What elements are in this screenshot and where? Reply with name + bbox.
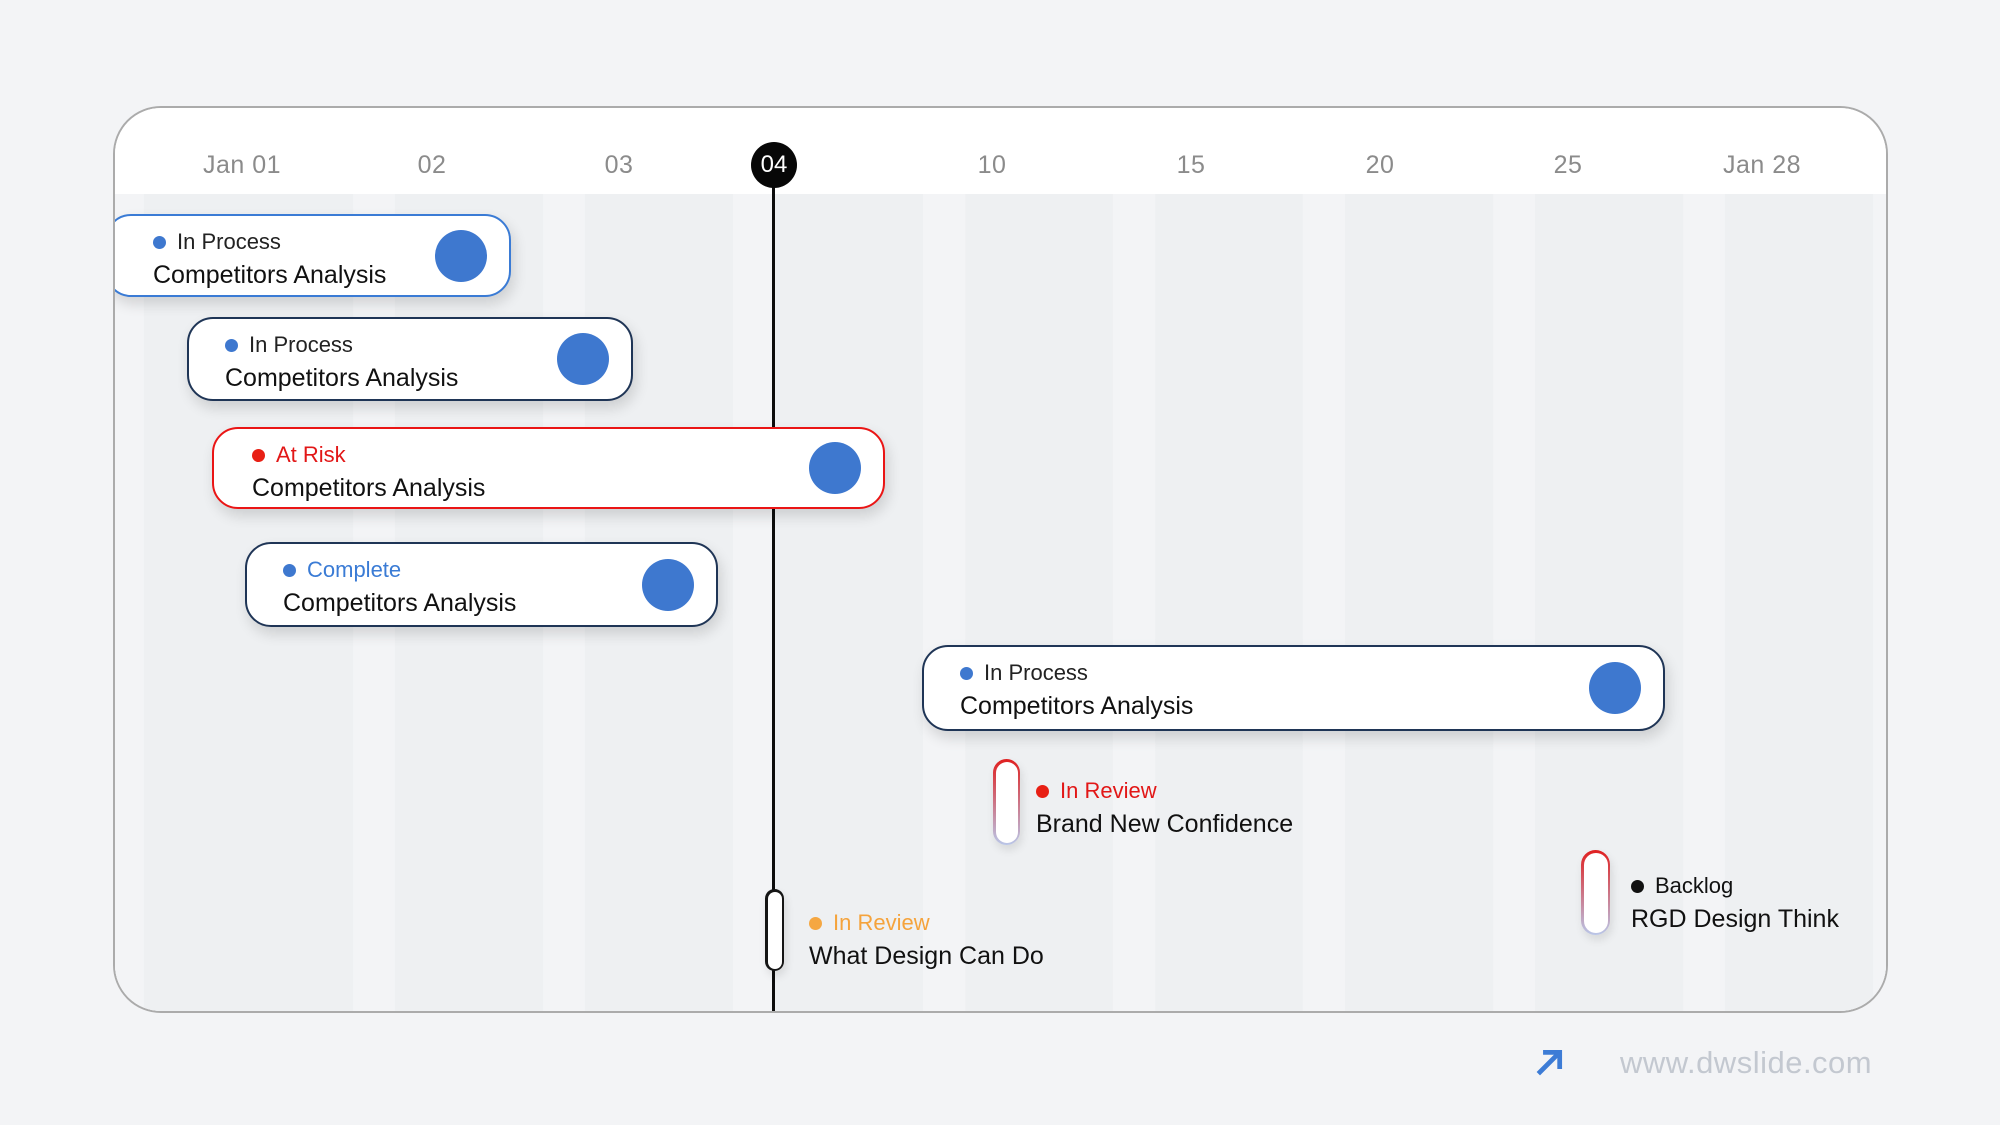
date-label: Jan 01 bbox=[203, 142, 281, 188]
task-status-label: In Process bbox=[177, 229, 281, 254]
milestone-label: In Review Brand New Confidence bbox=[1036, 778, 1293, 839]
date-label-text: 10 bbox=[977, 150, 1007, 179]
gantt-panel: Jan 01 02 03 04 10 15 20 25 Jan 28 In Pr… bbox=[113, 106, 1888, 1013]
task-end-circle bbox=[642, 558, 694, 611]
task-title: Competitors Analysis bbox=[283, 589, 517, 617]
site-url[interactable]: www.dwslide.com bbox=[1620, 1045, 1873, 1080]
task-card[interactable]: Complete Competitors Analysis bbox=[245, 542, 718, 627]
task-card[interactable]: In Process Competitors Analysis bbox=[187, 317, 633, 401]
footer: www.dwslide.com bbox=[1530, 1044, 1872, 1082]
status-dot-icon bbox=[1036, 784, 1049, 798]
task-status-label: In Process bbox=[984, 660, 1088, 685]
date-label-text: 03 bbox=[604, 150, 634, 179]
status-dot-icon bbox=[153, 235, 166, 249]
milestone-label: In Review What Design Can Do bbox=[809, 910, 1044, 971]
milestone-status-label: Backlog bbox=[1655, 873, 1734, 898]
task-card[interactable]: In Process Competitors Analysis bbox=[115, 214, 511, 297]
task-title: Competitors Analysis bbox=[153, 261, 387, 289]
date-label: 20 bbox=[1366, 142, 1395, 188]
milestone-pill[interactable] bbox=[993, 759, 1020, 845]
task-card[interactable]: At Risk Competitors Analysis bbox=[212, 427, 885, 509]
milestone-pill[interactable] bbox=[765, 889, 784, 971]
date-label: 04 bbox=[751, 142, 797, 188]
status-dot-icon bbox=[960, 666, 973, 680]
date-label-text: 25 bbox=[1553, 150, 1583, 179]
task-title: Competitors Analysis bbox=[225, 364, 459, 392]
date-label: 10 bbox=[978, 142, 1007, 188]
milestone-pill-fill bbox=[767, 891, 782, 969]
date-label-text: Jan 28 bbox=[1722, 150, 1802, 179]
date-label: 15 bbox=[1177, 142, 1206, 188]
timeline-header bbox=[115, 108, 1886, 194]
date-label: Jan 28 bbox=[1723, 142, 1801, 188]
status-dot-icon bbox=[225, 338, 238, 352]
date-label: 25 bbox=[1554, 142, 1583, 188]
milestone-pill-fill bbox=[1583, 852, 1608, 933]
status-dot-icon bbox=[1631, 879, 1644, 893]
milestone-pill[interactable] bbox=[1581, 850, 1610, 935]
date-label-text: Jan 01 bbox=[202, 150, 282, 179]
milestone-pill-fill bbox=[995, 761, 1018, 843]
milestone-title: Brand New Confidence bbox=[1036, 810, 1294, 838]
task-end-circle bbox=[557, 333, 609, 385]
arrow-up-right-icon bbox=[1536, 1049, 1563, 1076]
milestone-status-label: In Review bbox=[1060, 778, 1157, 803]
task-end-circle bbox=[435, 229, 487, 282]
today-line bbox=[772, 165, 775, 1011]
task-end-circle bbox=[1589, 662, 1641, 714]
date-label-text: 04 bbox=[751, 142, 797, 188]
date-label-text: 20 bbox=[1365, 150, 1395, 179]
milestone-title: RGD Design Think bbox=[1631, 905, 1839, 933]
task-title: Competitors Analysis bbox=[252, 474, 486, 502]
milestone-label: Backlog RGD Design Think bbox=[1631, 873, 1839, 934]
task-status-label: Complete bbox=[307, 557, 402, 582]
date-label: 02 bbox=[418, 142, 447, 188]
milestone-title: What Design Can Do bbox=[809, 942, 1044, 970]
date-label-text: 15 bbox=[1176, 150, 1206, 179]
task-card[interactable]: In Process Competitors Analysis bbox=[922, 645, 1665, 731]
status-dot-icon bbox=[809, 916, 822, 930]
task-title: Competitors Analysis bbox=[960, 692, 1194, 720]
milestone-status-label: In Review bbox=[833, 910, 930, 935]
task-end-circle bbox=[809, 442, 861, 494]
date-label-text: 02 bbox=[417, 150, 447, 179]
date-label: 03 bbox=[605, 142, 634, 188]
task-status-label: At Risk bbox=[276, 442, 346, 467]
task-status-label: In Process bbox=[249, 332, 353, 357]
status-dot-icon bbox=[252, 448, 265, 462]
status-dot-icon bbox=[283, 563, 296, 577]
